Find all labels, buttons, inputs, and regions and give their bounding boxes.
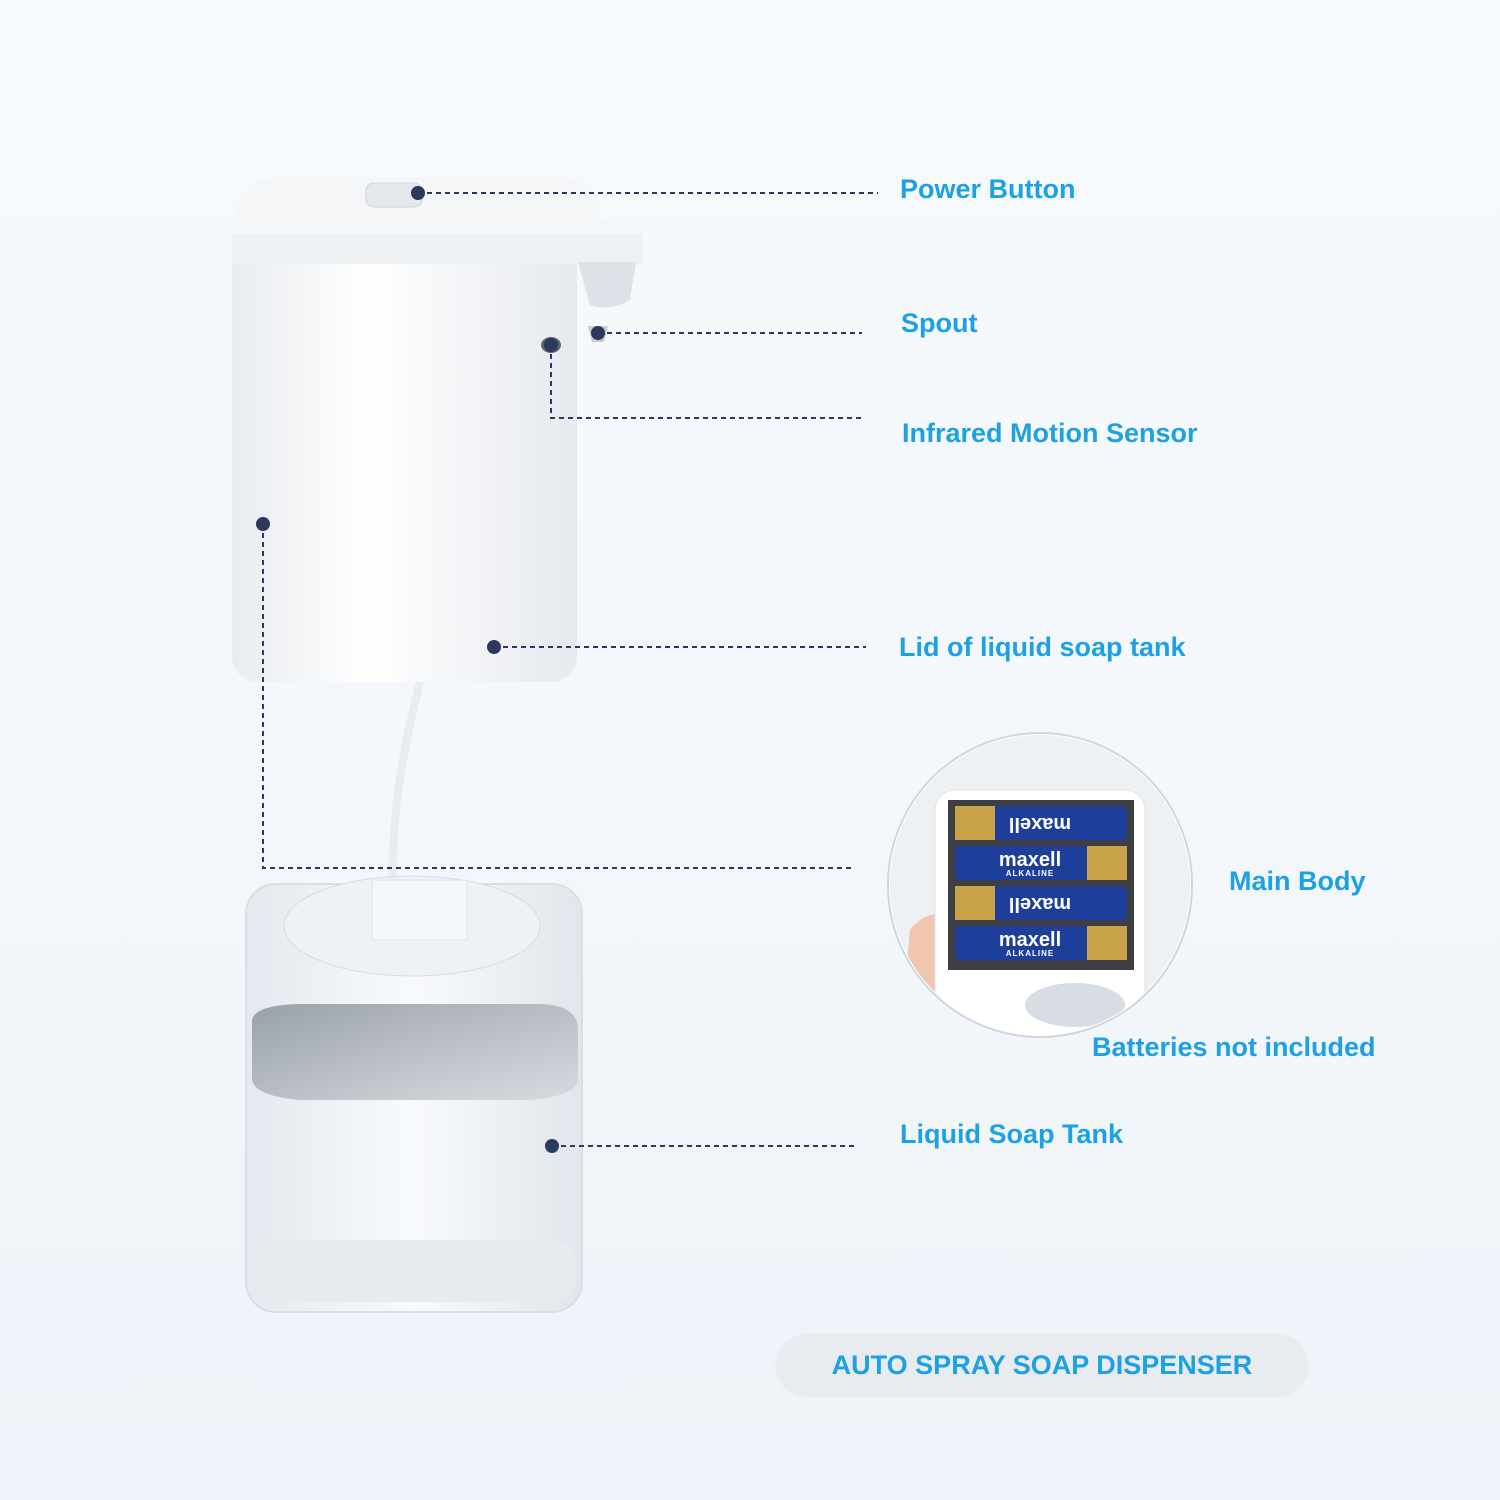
leader-dots xyxy=(256,186,605,1153)
liquid-soap-tank xyxy=(245,875,583,1313)
label-infrared-sensor: Infrared Motion Sensor xyxy=(902,418,1198,448)
label-main-body: Main Body xyxy=(1229,866,1366,896)
product-title: AUTO SPRAY SOAP DISPENSER xyxy=(831,1349,1253,1380)
leader-lines xyxy=(262,192,878,1147)
dot-spout xyxy=(591,326,605,340)
battery-brand-text: maxell xyxy=(1009,813,1071,835)
label-batteries: Batteries not included xyxy=(1092,1032,1376,1062)
label-lid: Lid of liquid soap tank xyxy=(899,632,1186,662)
label-spout: Spout xyxy=(901,308,978,338)
product-title-badge: AUTO SPRAY SOAP DISPENSER xyxy=(776,1334,1308,1396)
dispenser-main-body xyxy=(232,178,646,906)
battery-sub-text: ALKALINE xyxy=(1006,949,1054,958)
battery-brand-text: maxell xyxy=(999,929,1061,951)
battery-brand-text: maxell xyxy=(1009,893,1071,915)
battery-brand-text: maxell xyxy=(999,849,1061,871)
dot-sensor xyxy=(544,338,558,352)
label-power-button: Power Button xyxy=(900,174,1076,204)
dot-main-body xyxy=(256,517,270,531)
battery-sub-text: ALKALINE xyxy=(1006,869,1054,878)
dot-lid xyxy=(487,640,501,654)
dot-tank xyxy=(545,1139,559,1153)
label-tank: Liquid Soap Tank xyxy=(900,1119,1124,1149)
batteries: maxell maxell ALKALINE maxell maxell ALK… xyxy=(955,806,1127,960)
dot-power-button xyxy=(411,186,425,200)
battery-compartment-photo: maxell maxell ALKALINE maxell maxell ALK… xyxy=(887,732,1193,1038)
